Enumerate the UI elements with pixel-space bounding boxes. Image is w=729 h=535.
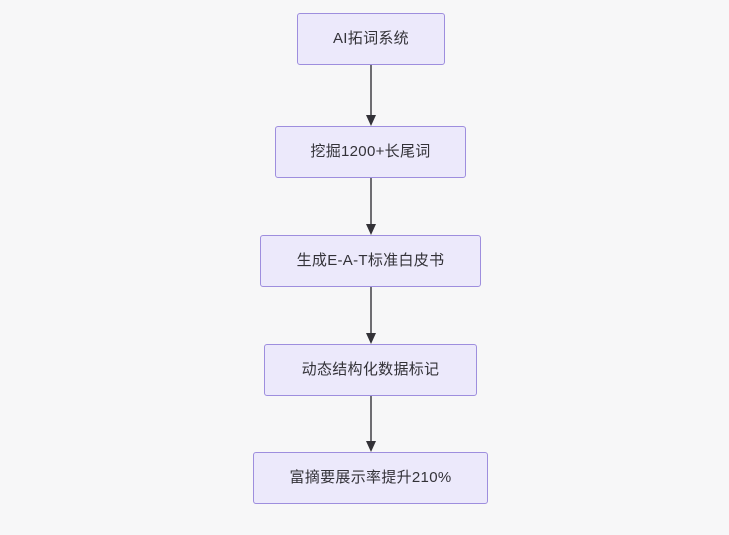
edge-n1-n2 [366, 65, 376, 126]
flow-node-label: 挖掘1200+长尾词 [310, 143, 431, 160]
flow-node-generate-eat-whitepaper[interactable]: 生成E-A-T标准白皮书 [260, 235, 481, 287]
edge-n2-n3 [366, 178, 376, 235]
flow-node-label: AI拓词系统 [333, 30, 409, 47]
edge-n4-n5 [366, 396, 376, 452]
flow-node-label: 生成E-A-T标准白皮书 [296, 252, 445, 269]
flow-node-ai-keyword-system[interactable]: AI拓词系统 [297, 13, 445, 65]
flow-node-label: 动态结构化数据标记 [301, 361, 440, 378]
flow-node-mine-longtail-keywords[interactable]: 挖掘1200+长尾词 [275, 126, 466, 178]
flow-node-label: 富摘要展示率提升210% [289, 469, 452, 486]
flow-node-rich-snippet-rate-increase[interactable]: 富摘要展示率提升210% [253, 452, 488, 504]
edge-n3-n4 [366, 287, 376, 344]
flow-node-dynamic-structured-data-markup[interactable]: 动态结构化数据标记 [264, 344, 477, 396]
